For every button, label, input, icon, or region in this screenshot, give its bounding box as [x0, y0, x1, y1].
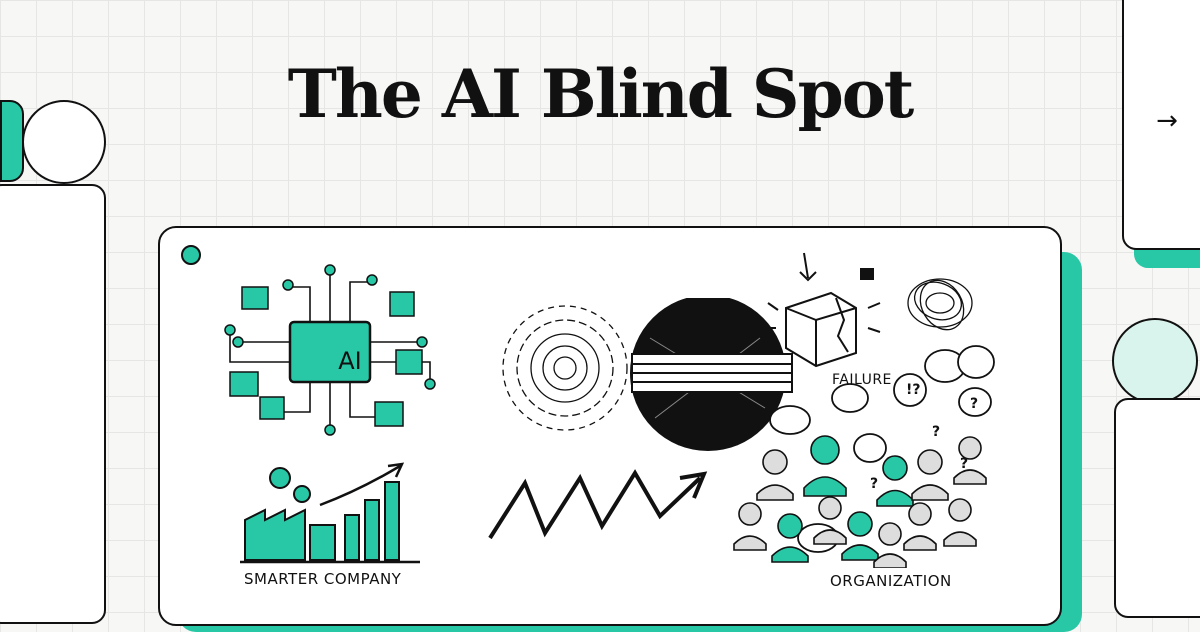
ai-chip-illustration [224, 264, 436, 436]
failure-block-icon [764, 252, 881, 368]
blind-spot-illustration [488, 298, 793, 540]
left-deco-card [0, 184, 106, 624]
confusion-scribble-icon [907, 278, 973, 331]
organization-label: ORGANIZATION [830, 572, 952, 590]
svg-text:?: ? [870, 476, 878, 492]
confused-crowd-illustration: !?? ??? [733, 345, 995, 568]
left-deco-circle [22, 100, 106, 184]
illustration-card: AI SMARTER COMPANY [158, 226, 1062, 626]
right-deco-circle [1112, 318, 1198, 404]
svg-text:?: ? [932, 424, 940, 440]
card-corner-dot [181, 245, 201, 265]
next-arrow-icon[interactable]: → [1156, 106, 1178, 136]
factory-growth-icon [240, 462, 420, 564]
ai-chip-label: AI [338, 347, 362, 375]
right-deco-card [1114, 398, 1200, 618]
smarter-company-label: SMARTER COMPANY [244, 570, 402, 588]
svg-text:!?: !? [906, 382, 921, 398]
svg-text:?: ? [960, 456, 968, 472]
page-title: The AI Blind Spot [287, 55, 915, 133]
right-nav-card[interactable] [1122, 0, 1200, 250]
svg-text:?: ? [970, 396, 978, 412]
